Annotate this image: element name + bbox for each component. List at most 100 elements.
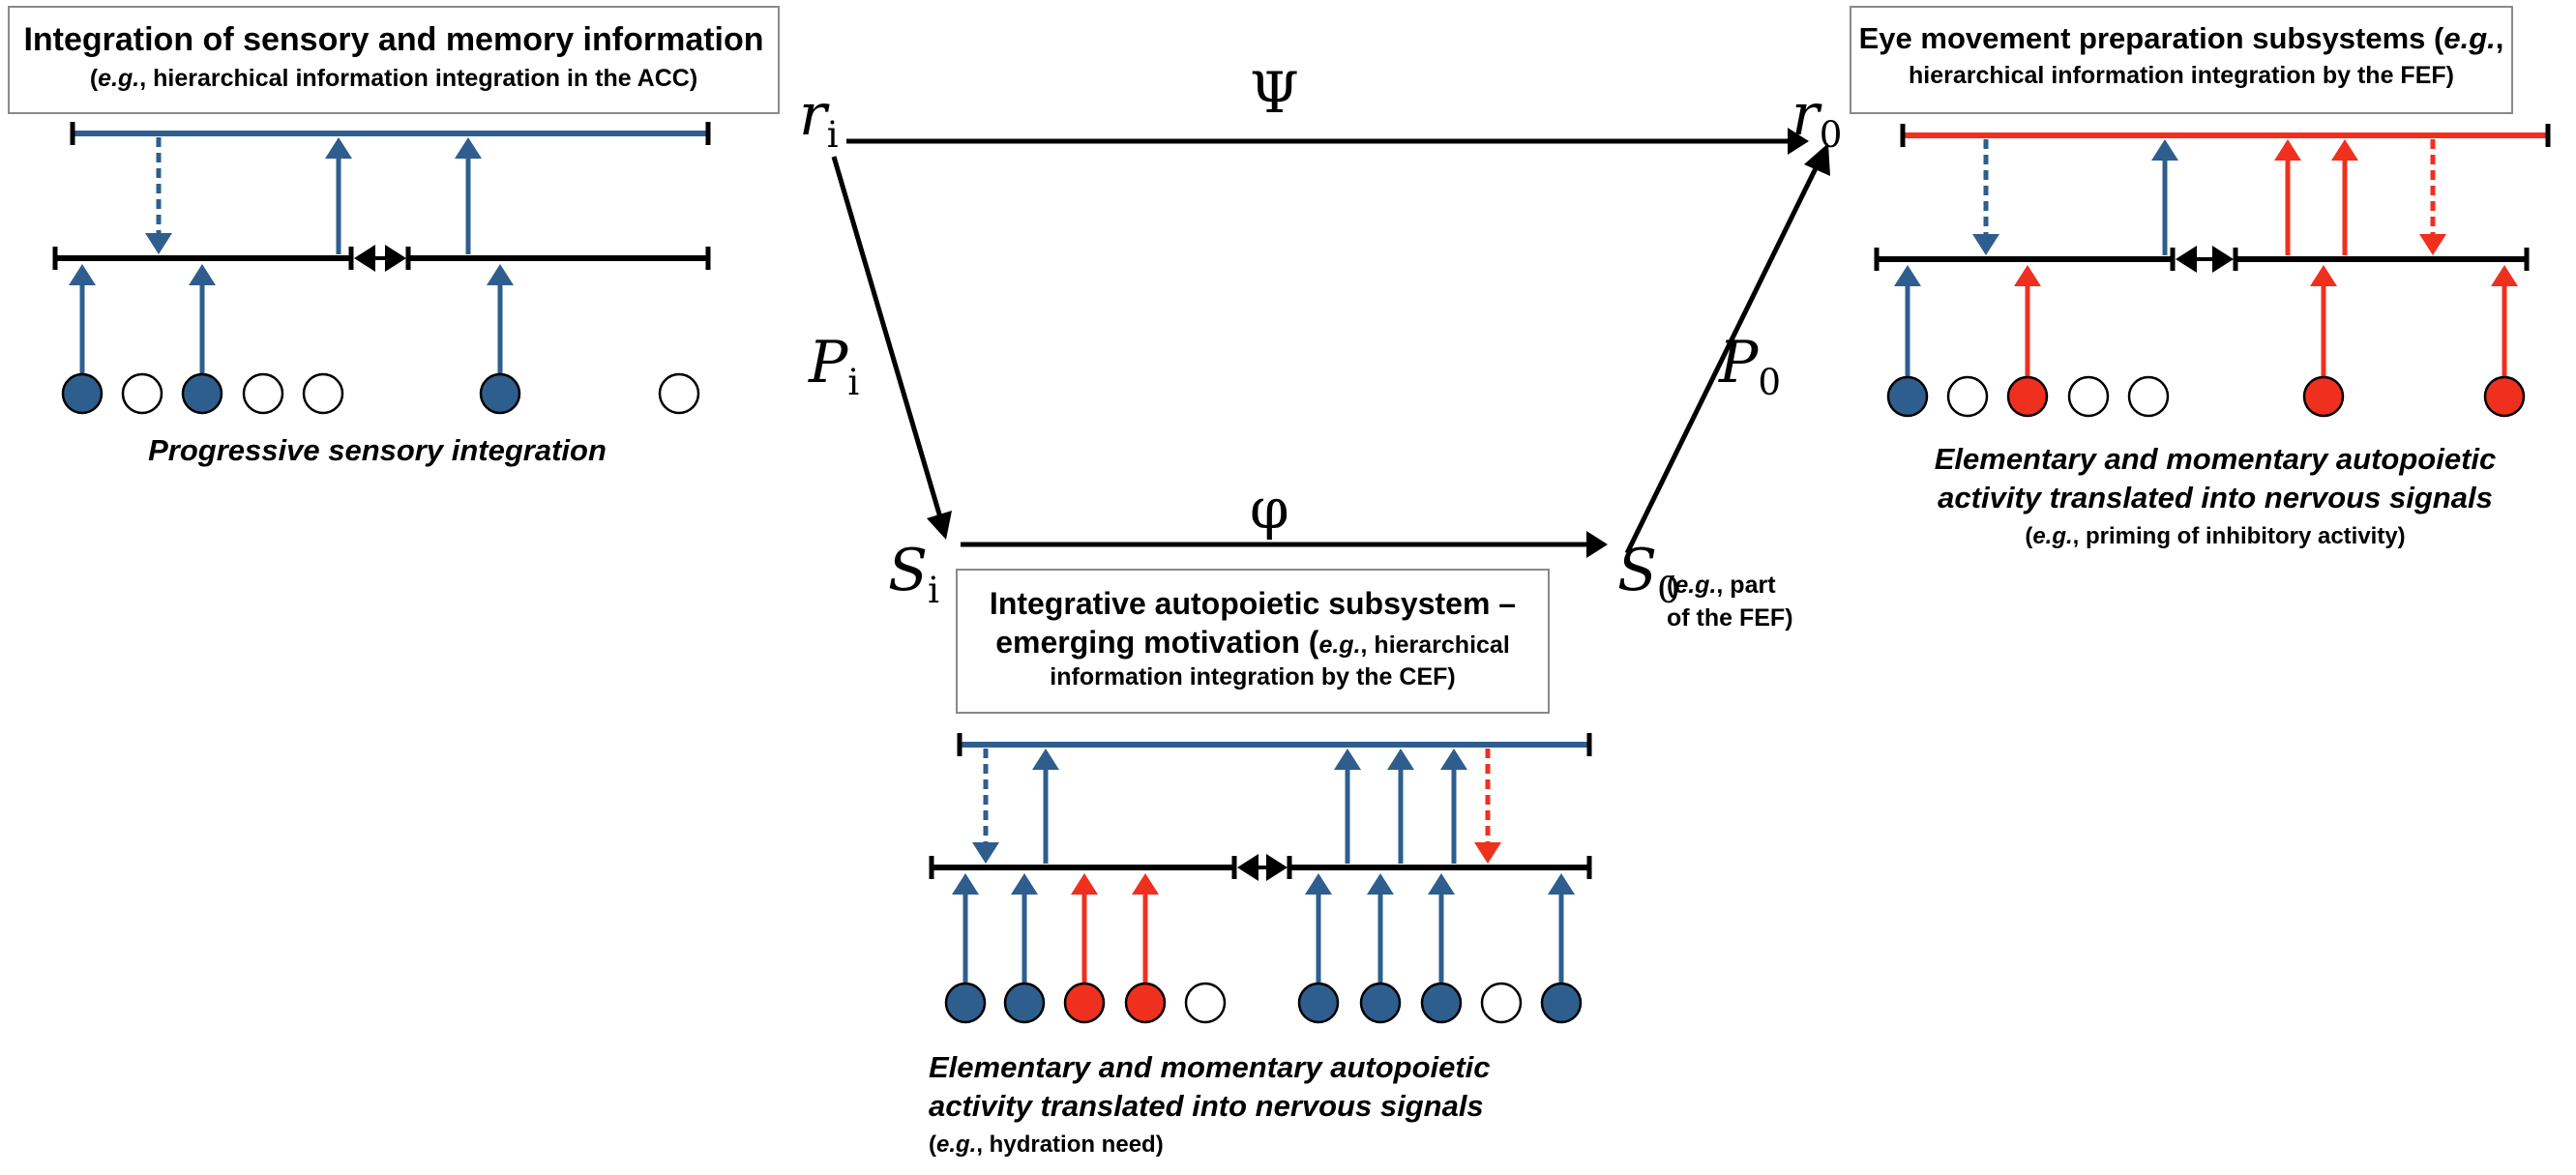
label-p-o: P0 (1719, 329, 1781, 403)
right-up-arrow-3-head (2274, 139, 2301, 161)
label-r-i: ri (799, 81, 839, 156)
middle-down-arrow-1-head (972, 842, 999, 864)
right-node-1 (1886, 375, 1929, 418)
middle-caption-sub: (e.g., hydration need) (929, 1131, 1164, 1158)
left-up-arrow-3-head (455, 137, 482, 159)
right-node-5 (2127, 375, 2170, 418)
right-input-arrow-2-head (2014, 265, 2041, 286)
label-p-i: Pi (809, 329, 859, 403)
sensory-integration-subtitle-em: e.g. (98, 65, 140, 92)
label-r-o: r0 (1791, 81, 1842, 156)
phi-arrow-head (1586, 531, 1608, 558)
right-node-3 (2006, 375, 2049, 418)
middle-input-arrow-8-head (1548, 873, 1575, 895)
middle-caption-sub-rest: , hydration need) (976, 1131, 1164, 1158)
right-link-arrow-head-left (2176, 246, 2197, 273)
middle-node-3 (1063, 982, 1106, 1024)
label-s-o-base: S (1617, 537, 1658, 604)
right-input-arrow-3-head (2310, 265, 2337, 286)
sensory-integration-box: Integration of sensory and memory inform… (8, 6, 780, 114)
left-node-7 (658, 372, 700, 415)
p-i-arrow-head (927, 511, 952, 540)
left-node-3 (181, 372, 223, 415)
left-input-arrow-2-head (189, 264, 216, 285)
label-psi: Ψ (1250, 60, 1299, 126)
left-input-arrow-1-head (69, 264, 96, 285)
middle-node-9 (1480, 982, 1523, 1024)
middle-input-arrow-6-head (1367, 873, 1394, 895)
sensory-integration-subtitle: (e.g., hierarchical information integrat… (89, 65, 698, 92)
middle-module (929, 733, 1592, 1024)
middle-up-arrow-3-head (1334, 749, 1361, 770)
middle-input-arrow-4-head (1132, 873, 1159, 895)
middle-caption-line1: Elementary and momentary autopoietic (929, 1050, 1491, 1084)
middle-node-4 (1124, 982, 1167, 1024)
left-node-6 (479, 372, 521, 415)
middle-node-7 (1359, 982, 1402, 1024)
middle-caption-sub-em: e.g. (936, 1131, 977, 1158)
right-up-arrow-4-head (2331, 139, 2358, 161)
right-caption-line2: activity translated into nervous signals (1938, 481, 2493, 514)
eye-movement-title-main: Eye movement preparation subsystems ( (1858, 21, 2444, 55)
right-link-arrow-head-right (2212, 246, 2234, 273)
left-node-5 (302, 372, 344, 415)
middle-input-arrow-5-head (1305, 873, 1332, 895)
right-node-6 (2302, 375, 2345, 418)
autopoietic-line1: Integrative autopoietic subsystem – (989, 586, 1517, 621)
middle-link-arrow-head-right (1266, 854, 1288, 881)
eye-movement-title: Eye movement preparation subsystems (e.g… (1851, 21, 2511, 56)
eye-movement-box: Eye movement preparation subsystems (e.g… (1850, 6, 2513, 114)
left-down-arrow-1-head (145, 233, 172, 254)
eye-movement-title-end: , (2495, 21, 2504, 55)
label-r-o-base: r (1791, 81, 1820, 149)
label-r-i-sub: i (826, 113, 839, 156)
right-input-arrow-4-head (2491, 265, 2518, 286)
s-o-note-rest: , part (1716, 572, 1776, 599)
right-caption-line1: Elementary and momentary autopoietic (1934, 442, 2497, 476)
left-up-arrow-2-head (325, 137, 352, 159)
right-node-4 (2067, 375, 2110, 418)
label-r-i-base: r (799, 81, 827, 149)
psi-arrow-head (1788, 128, 1809, 155)
middle-node-2 (1003, 982, 1046, 1024)
s-o-note-line2: of the FEF) (1667, 604, 1793, 632)
middle-down-arrow-6-head (1474, 842, 1501, 864)
module-graphics (52, 122, 2551, 1024)
autopoietic-line2-em: e.g. (1318, 632, 1361, 659)
right-down-arrow-1-head (1972, 234, 1999, 255)
left-link-arrow-head-right (385, 245, 406, 272)
progressive-integration-caption: Progressive sensory integration (148, 433, 607, 467)
sensory-integration-subtitle-rest: , hierarchical information integration i… (139, 65, 698, 92)
right-input-arrow-1-head (1894, 265, 1921, 286)
autopoietic-line2-rest: , hierarchical (1360, 632, 1510, 659)
right-caption: Elementary and momentary autopoietic act… (1872, 440, 2559, 556)
middle-caption-line2: activity translated into nervous signals (929, 1089, 1484, 1123)
middle-node-5 (1184, 982, 1227, 1024)
middle-input-arrow-7-head (1428, 873, 1455, 895)
left-node-2 (121, 372, 163, 415)
middle-up-arrow-5-head (1440, 749, 1467, 770)
right-up-arrow-2-head (2151, 139, 2178, 161)
label-s-o-sub: 0 (1657, 569, 1680, 611)
right-module (1874, 124, 2551, 418)
right-node-2 (1946, 375, 1989, 418)
middle-up-arrow-4-head (1387, 749, 1414, 770)
right-caption-sub-rest: , priming of inhibitory activity) (2072, 523, 2406, 549)
eye-movement-subtitle: hierarchical information integration by … (1909, 62, 2454, 89)
middle-link-arrow-head-left (1237, 854, 1258, 881)
label-phi: φ (1250, 476, 1289, 542)
middle-node-8 (1420, 982, 1463, 1024)
middle-input-arrow-3-head (1071, 873, 1098, 895)
label-p-o-base: P (1719, 329, 1759, 397)
middle-node-1 (944, 982, 987, 1024)
s-o-note-em: e.g. (1674, 572, 1717, 599)
middle-node-10 (1540, 982, 1583, 1024)
left-node-4 (242, 372, 284, 415)
left-node-1 (61, 372, 104, 415)
p-o-arrow (1624, 164, 1820, 555)
label-s-o: S0 (1617, 537, 1680, 611)
main-flow-arrows (831, 128, 1830, 558)
